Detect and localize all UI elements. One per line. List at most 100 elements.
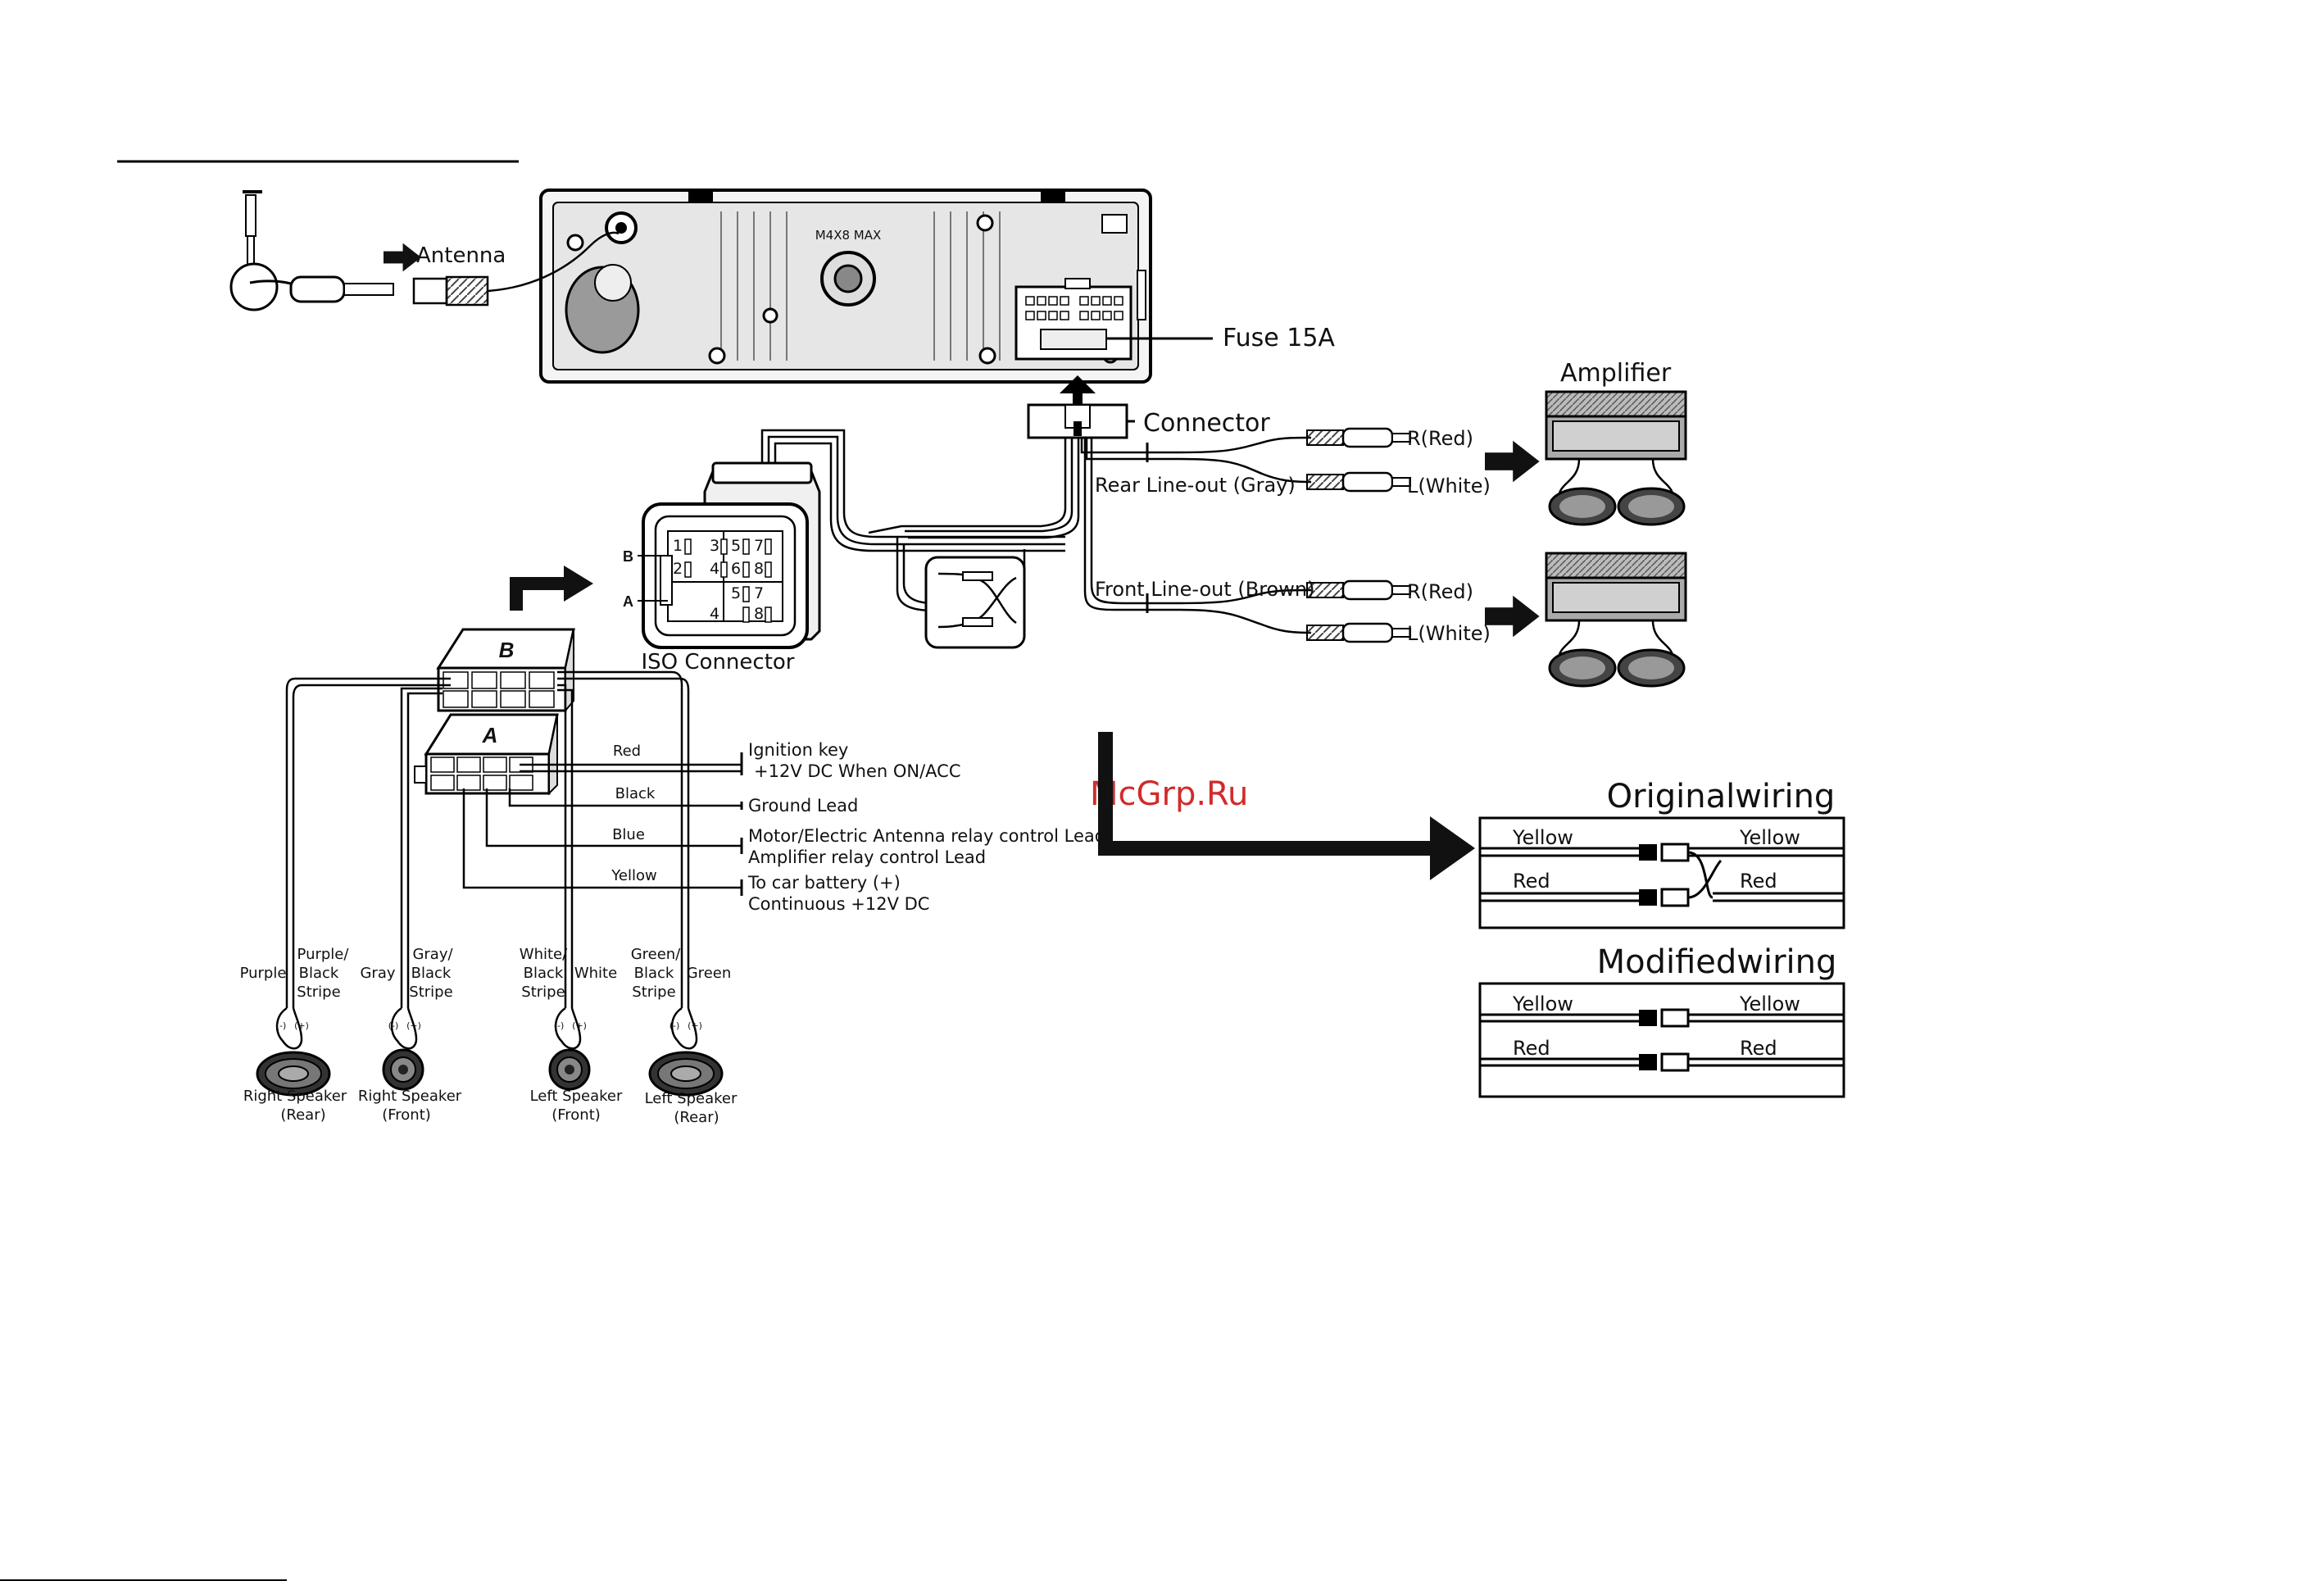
wire-label: Stripe bbox=[521, 984, 565, 1001]
wire-label: Purple bbox=[240, 965, 287, 982]
polarity-plus: (+) bbox=[294, 1020, 309, 1031]
iso-b-label: B bbox=[623, 548, 633, 565]
connector: Connector bbox=[868, 375, 1270, 611]
speaker-position: (Rear) bbox=[280, 1106, 325, 1124]
polarity-plus: (+) bbox=[688, 1020, 702, 1031]
lead-color-label: Black bbox=[615, 785, 656, 802]
iso-a-pin: 8 bbox=[754, 605, 764, 623]
modified-yellow-right: Yellow bbox=[1739, 993, 1800, 1015]
modified-red-left: Red bbox=[1513, 1037, 1550, 1060]
modified-yellow-left: Yellow bbox=[1512, 993, 1573, 1015]
wire-label: Gray/ bbox=[412, 946, 453, 963]
polarity-plus: (+) bbox=[572, 1020, 587, 1031]
polarity-minus: (-) bbox=[670, 1020, 680, 1031]
lead-description: +12V DC When ON/ACC bbox=[754, 761, 960, 781]
original-red-right: Red bbox=[1740, 870, 1777, 893]
wire-label: Green bbox=[687, 965, 732, 982]
speaker-left-rear bbox=[648, 1051, 724, 1097]
block-a-label: A bbox=[482, 723, 498, 747]
antenna-label: Antenna bbox=[416, 243, 506, 268]
power-leads bbox=[462, 763, 742, 889]
iso-b-pin: 6 bbox=[731, 560, 741, 578]
fuse-label: Fuse 15A bbox=[1223, 324, 1335, 352]
wiring-pointer-arrow bbox=[1098, 732, 1475, 880]
lead-description: Continuous +12V DC bbox=[748, 894, 929, 914]
wire-label: White bbox=[574, 965, 617, 982]
speaker-name: Right Speaker bbox=[243, 1088, 347, 1105]
lead-color-label: Yellow bbox=[611, 867, 656, 884]
wire-label: Stripe bbox=[297, 984, 340, 1001]
head-unit: M4X8 MAX Fuse 15A bbox=[539, 189, 1335, 384]
amplifier-label: Amplifier bbox=[1560, 359, 1672, 388]
wire-label: Purple/ bbox=[297, 946, 350, 963]
wire-label: White/ bbox=[520, 946, 568, 963]
speaker-position: (Front) bbox=[382, 1106, 431, 1124]
rca-right-label: R(Red) bbox=[1407, 427, 1473, 450]
speaker-name: Right Speaker bbox=[358, 1088, 462, 1105]
harness-block-a: A bbox=[414, 713, 559, 796]
original-red-left: Red bbox=[1513, 870, 1550, 893]
antenna: Antenna bbox=[229, 190, 620, 311]
polarity-plus: (+) bbox=[406, 1020, 421, 1031]
polarity-minus: (-) bbox=[276, 1020, 287, 1031]
speaker-name: Left Speaker bbox=[530, 1088, 623, 1105]
original-wiring-title: Originalwiring bbox=[1607, 778, 1836, 815]
wire-label: Black bbox=[634, 965, 674, 982]
lead-color-label: Red bbox=[613, 743, 641, 760]
speaker-labels: Right Speaker (Rear) Right Speaker (Fron… bbox=[243, 1088, 738, 1126]
original-yellow-right: Yellow bbox=[1739, 826, 1800, 849]
iso-cable bbox=[760, 429, 1065, 649]
iso-connector-label: ISO Connector bbox=[641, 650, 794, 675]
harness-block-b: B bbox=[436, 628, 575, 713]
iso-b-pin: 8 bbox=[754, 560, 764, 578]
lead-description: Motor/Electric Antenna relay control Lea… bbox=[748, 826, 1105, 846]
speaker-left-front bbox=[548, 1048, 591, 1091]
original-wiring-panel: Originalwiring Yellow Yellow Red Red bbox=[1478, 778, 1845, 929]
iso-b-pin: 5 bbox=[731, 537, 741, 555]
wire-label: Stripe bbox=[409, 984, 452, 1001]
iso-a-pin: 5 bbox=[731, 584, 741, 602]
wire-label: Black bbox=[411, 965, 452, 982]
rca-right-label: R(Red) bbox=[1407, 580, 1473, 603]
amplifier-front bbox=[1545, 552, 1687, 688]
iso-a-pin: 4 bbox=[710, 605, 719, 623]
amplifier-rear bbox=[1545, 390, 1687, 526]
iso-b-pin: 3 bbox=[710, 537, 719, 555]
screw-label: M4X8 MAX bbox=[815, 228, 882, 243]
speaker-position: (Rear) bbox=[674, 1109, 719, 1126]
iso-b-pin: 4 bbox=[710, 560, 719, 578]
wire-label: Stripe bbox=[632, 984, 675, 1001]
rear-line-out-label: Rear Line-out (Gray) bbox=[1095, 474, 1296, 497]
modified-red-right: Red bbox=[1740, 1037, 1777, 1060]
wire-label: Gray bbox=[360, 965, 395, 982]
lead-description: Ground Lead bbox=[748, 796, 858, 815]
iso-a-pin: 7 bbox=[754, 584, 764, 602]
speaker-leads bbox=[285, 670, 690, 1008]
iso-a-label: A bbox=[623, 593, 633, 610]
iso-b-pin: 7 bbox=[754, 537, 764, 555]
speaker-right-front bbox=[382, 1048, 424, 1091]
iso-b-pin: 2 bbox=[673, 560, 683, 578]
lead-description: Ignition key bbox=[748, 740, 848, 760]
polarity-minus: (-) bbox=[388, 1020, 399, 1031]
watermark: McGrp.Ru bbox=[1090, 775, 1248, 813]
lead-description: Amplifier relay control Lead bbox=[748, 847, 986, 867]
iso-pointer-arrow bbox=[510, 566, 593, 611]
original-yellow-left: Yellow bbox=[1512, 826, 1573, 849]
iso-connector: 1 3 5 7 2 4 6 8 5 7 4 8 B A ISO Connecto… bbox=[623, 461, 821, 675]
rca-left-label: L(White) bbox=[1407, 475, 1491, 497]
front-line-out-label: Front Line-out (Brown) bbox=[1095, 578, 1314, 601]
speaker-wire-labels: Purple Purple/ Black Stripe Gray Gray/ B… bbox=[240, 946, 732, 1001]
wire-label: Black bbox=[524, 965, 564, 982]
polarity-minus: (-) bbox=[554, 1020, 565, 1031]
rca-left-label: L(White) bbox=[1407, 622, 1491, 645]
wire-label: Black bbox=[299, 965, 339, 982]
lead-color-label: Blue bbox=[612, 826, 645, 843]
speaker-loops bbox=[275, 1006, 698, 1050]
lead-description: To car battery (+) bbox=[747, 873, 901, 893]
modified-wiring-panel: Modifiedwiring Yellow Yellow Red Red bbox=[1478, 943, 1845, 1098]
speaker-name: Left Speaker bbox=[645, 1090, 738, 1107]
connector-label: Connector bbox=[1143, 409, 1270, 438]
modified-wiring-title: Modifiedwiring bbox=[1597, 943, 1837, 981]
